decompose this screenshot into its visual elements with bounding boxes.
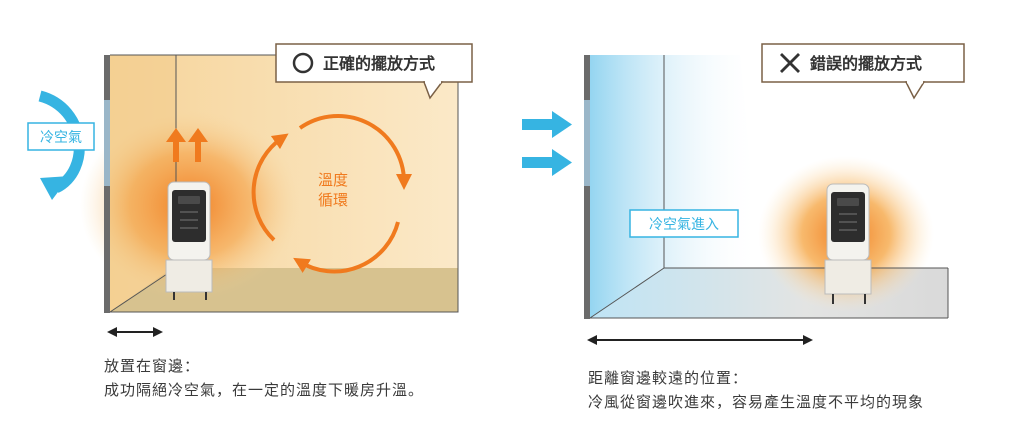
- right-incorrect-badge: 錯誤的擺放方式: [761, 43, 965, 100]
- left-room-floor-edge: [109, 267, 177, 313]
- left-cold-air-label-box: [27, 122, 95, 151]
- right-caption-line1: 距離窗邊較遠的位置：: [588, 369, 749, 387]
- right-cold-air-label: 冷空氣進入: [649, 217, 719, 233]
- right-badge-label: 錯誤的擺放方式: [810, 54, 922, 73]
- right-cold-air-label-box: [629, 209, 739, 238]
- right-caption-line2: 冷風從窗邊吹進來，容易產生溫度不平均的現象: [588, 393, 925, 411]
- left-caption-line1: 放置在窗邊：: [104, 357, 201, 375]
- right-caption: 距離窗邊較遠的位置： 冷風從窗邊吹進來，容易產生溫度不平均的現象: [588, 366, 924, 414]
- right-room: [584, 55, 949, 319]
- left-caption-line2: 成功隔絕冷空氣，在一定的溫度下暖房升溫。: [104, 381, 425, 399]
- circulation-label-line1: 溫度: [318, 171, 348, 189]
- right-window: [584, 100, 590, 186]
- right-cold-air-zone: [590, 55, 760, 318]
- right-cold-air-arrows: [522, 111, 572, 176]
- left-heater: [165, 181, 213, 300]
- left-caption: 放置在窗邊： 成功隔絕冷空氣，在一定的溫度下暖房升溫。: [104, 354, 424, 402]
- left-badge-label: 正確的擺放方式: [323, 54, 435, 73]
- circle-icon: [292, 52, 314, 74]
- left-room: [80, 54, 459, 313]
- left-window: [104, 100, 110, 186]
- circulation-label-line2: 循環: [318, 191, 348, 209]
- heat-rise-arrows: [166, 128, 208, 162]
- right-window-wall: [584, 55, 590, 319]
- cross-icon: [780, 53, 800, 73]
- right-heater: [824, 183, 872, 304]
- temperature-circulation-arrows: [251, 113, 412, 274]
- left-cold-air-label: 冷空氣: [40, 130, 82, 146]
- left-correct-badge: 正確的擺放方式: [275, 43, 473, 100]
- cold-air-arrowhead: [40, 176, 70, 200]
